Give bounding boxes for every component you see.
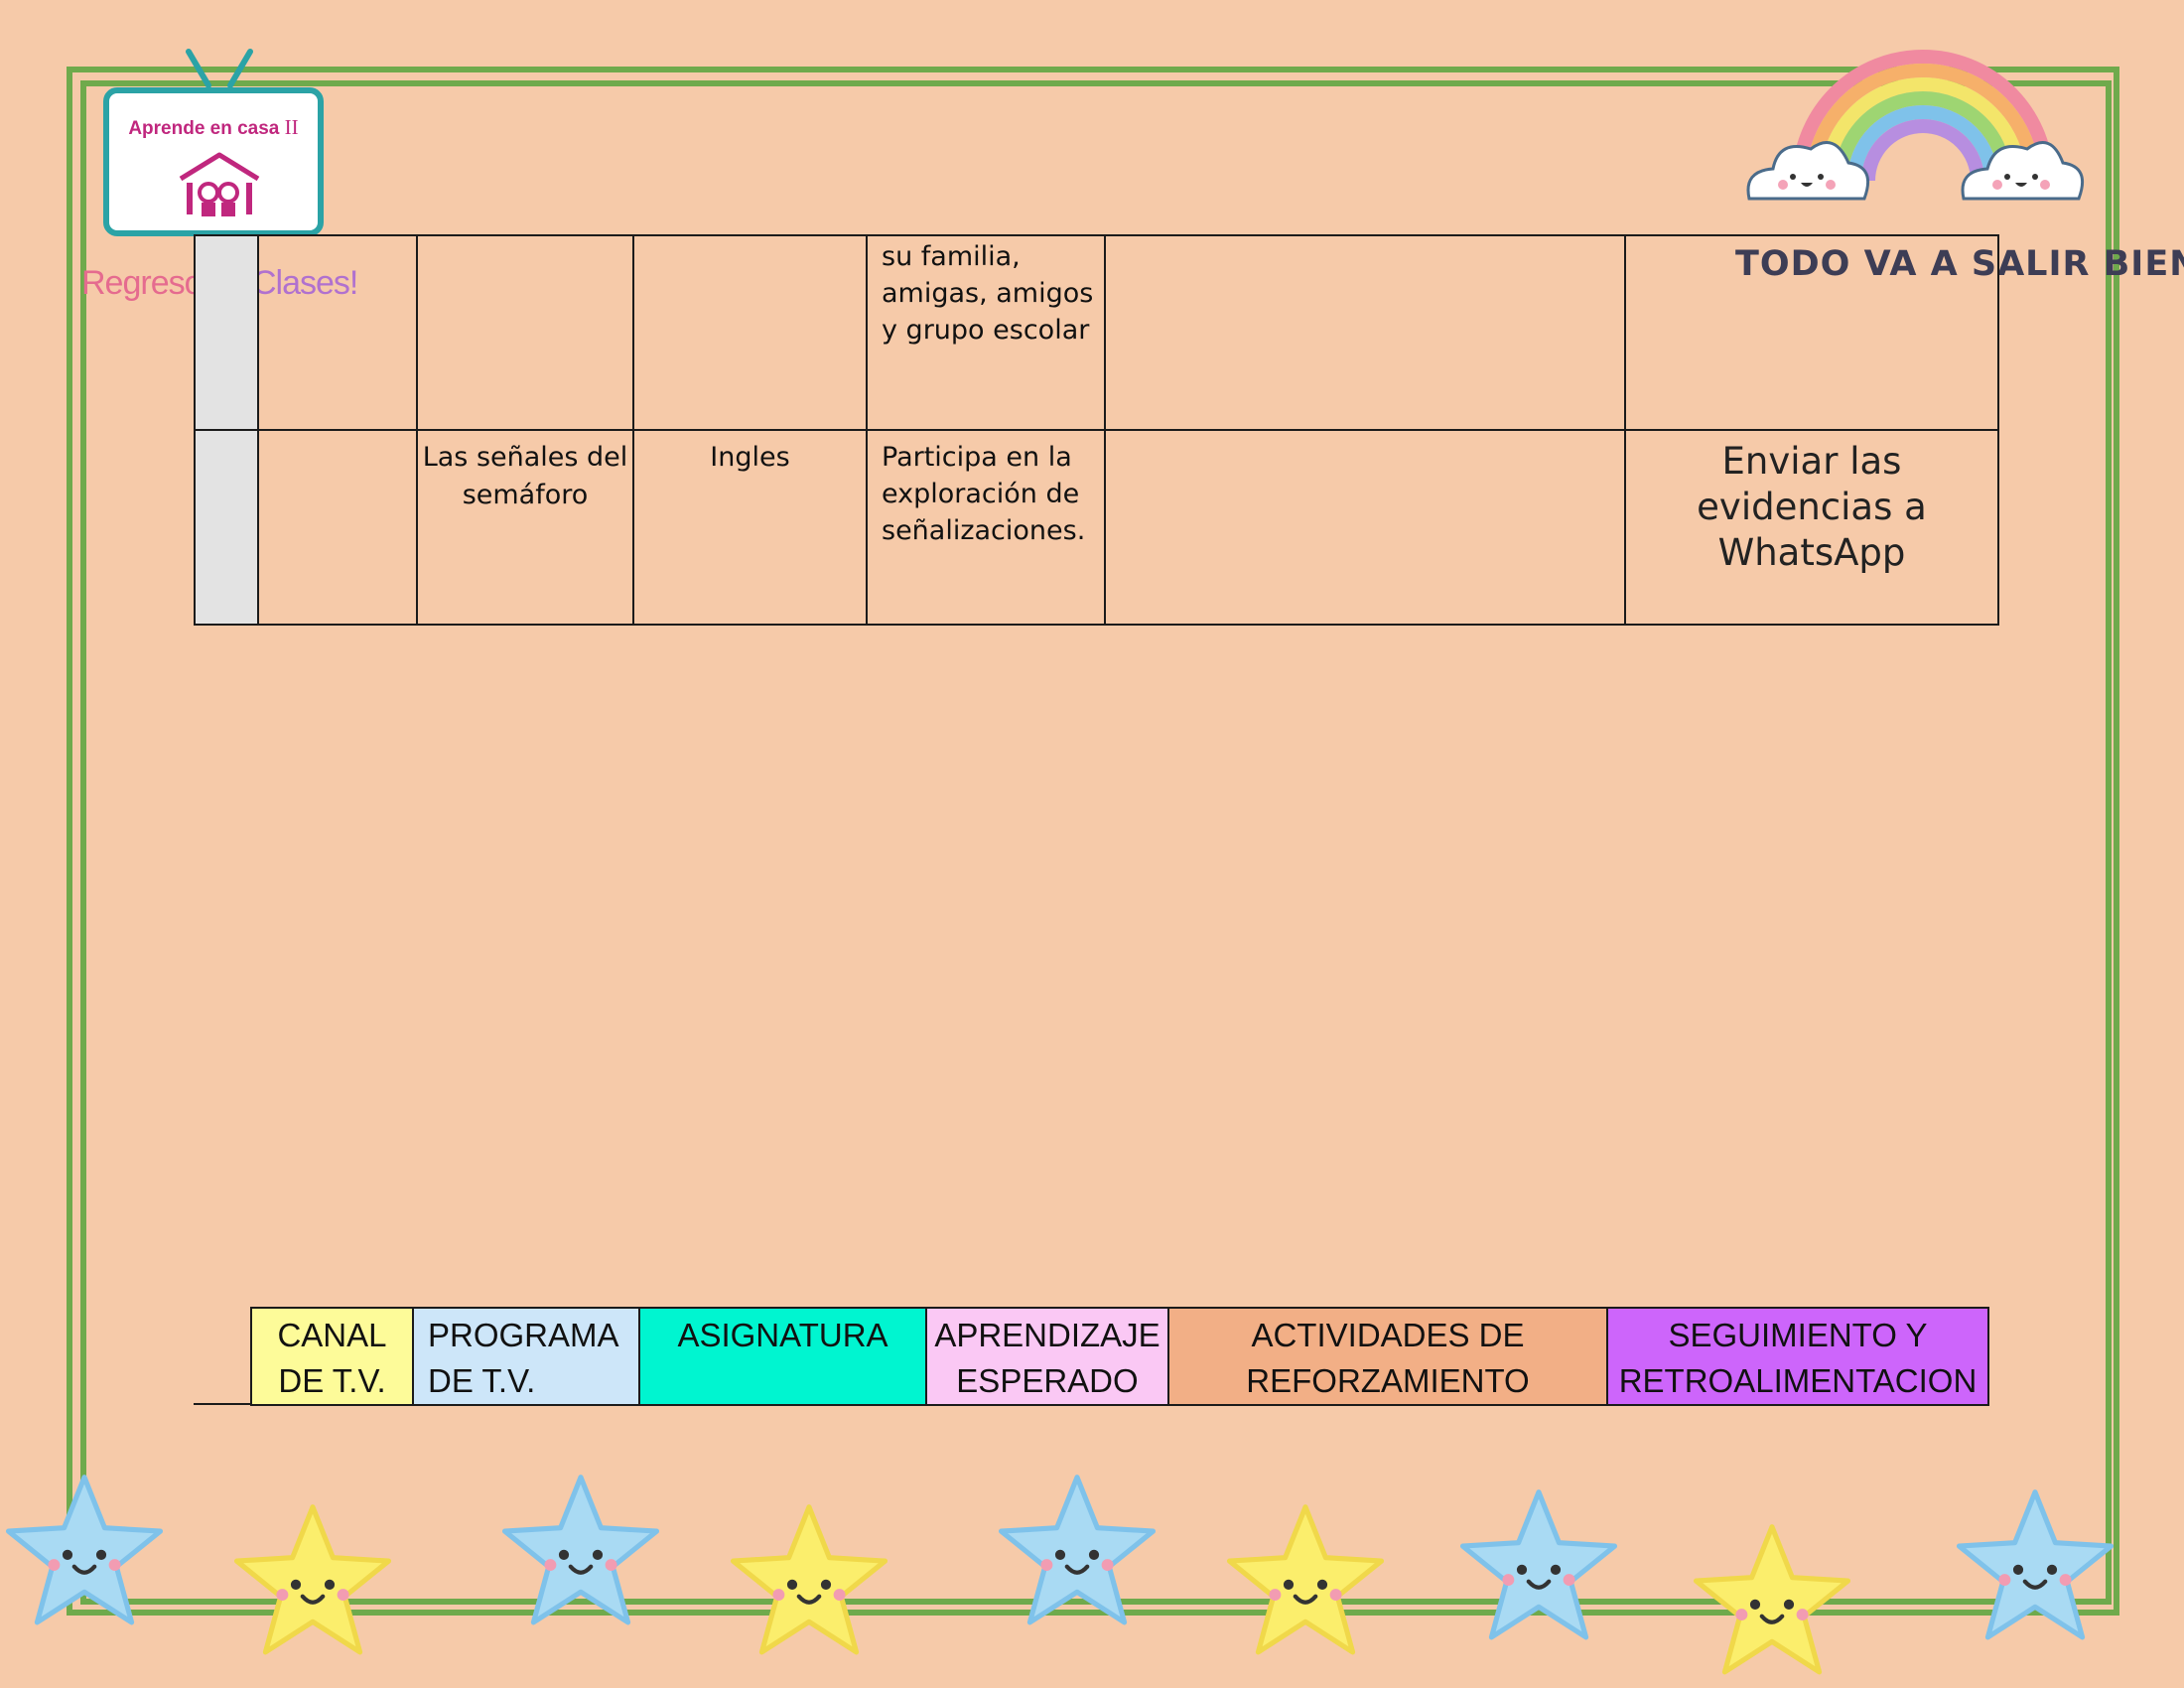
- legend-seguimiento: SEGUIMIENTO Y RETROALIMENTACION: [1606, 1307, 1989, 1406]
- smiling-star-icon: [730, 1504, 888, 1655]
- schedule-table: su familia, amigas, amigos y grupo escol…: [194, 234, 1999, 626]
- seguimiento-cell: [1624, 234, 1999, 431]
- legend-asignatura: ASIGNATURA: [638, 1307, 927, 1406]
- legend-actividades: ACTIVIDADES DE REFORZAMIENTO: [1167, 1307, 1608, 1406]
- legend-canal: CANAL DE T.V.: [250, 1307, 414, 1406]
- actividades-cell: [1104, 234, 1626, 431]
- smiling-star-icon: [1459, 1489, 1618, 1640]
- smiling-star-icon: [233, 1504, 392, 1655]
- canal-cell: [257, 429, 418, 626]
- legend-programa: PROGRAMA DE T.V.: [412, 1307, 640, 1406]
- regreso-text: Regreso: [81, 264, 204, 302]
- legend-row: CANAL DE T.V. PROGRAMA DE T.V. ASIGNATUR…: [250, 1307, 1989, 1406]
- aprendizaje-cell: Participa en la exploración de señalizac…: [866, 429, 1106, 626]
- column-legend: CANAL DE T.V. PROGRAMA DE T.V. ASIGNATUR…: [250, 1307, 1989, 1406]
- page-frame-outer: [67, 67, 2119, 1616]
- aprendizaje-cell: su familia, amigas, amigos y grupo escol…: [866, 234, 1106, 431]
- table-row: su familia, amigas, amigos y grupo escol…: [194, 234, 1999, 431]
- seguimiento-cell: Enviar las evidencias a WhatsApp: [1624, 429, 1999, 626]
- smiling-star-icon: [1693, 1524, 1851, 1675]
- programa-cell: Las señales del semáforo: [416, 429, 634, 626]
- smiling-star-icon: [1226, 1504, 1385, 1655]
- canal-cell: [257, 234, 418, 431]
- smiling-star-icon: [1956, 1489, 2115, 1640]
- rainbow-clouds-icon: [1746, 50, 2084, 201]
- asignatura-cell: [632, 234, 868, 431]
- row-marker-cell: [194, 234, 259, 431]
- logo-title: Aprende en casa II: [128, 115, 299, 139]
- aprende-en-casa-logo: Aprende en casa II: [99, 49, 330, 240]
- smiling-star-icon: [501, 1475, 660, 1625]
- legend-rule: [194, 1403, 251, 1405]
- house-family-icon: [179, 152, 260, 216]
- actividades-cell: [1104, 429, 1626, 626]
- smiling-star-icon: [998, 1475, 1157, 1625]
- legend-aprendizaje: APRENDIZAJE ESPERADO: [925, 1307, 1169, 1406]
- tv-screen: Aprende en casa II: [103, 87, 324, 236]
- table-row: Las señales del semáforo Ingles Particip…: [194, 429, 1999, 626]
- asignatura-cell: Ingles: [632, 429, 868, 626]
- tv-antenna-icon: [186, 49, 253, 87]
- smiling-star-icon: [5, 1475, 164, 1625]
- programa-cell: [416, 234, 634, 431]
- row-marker-cell: [194, 429, 259, 626]
